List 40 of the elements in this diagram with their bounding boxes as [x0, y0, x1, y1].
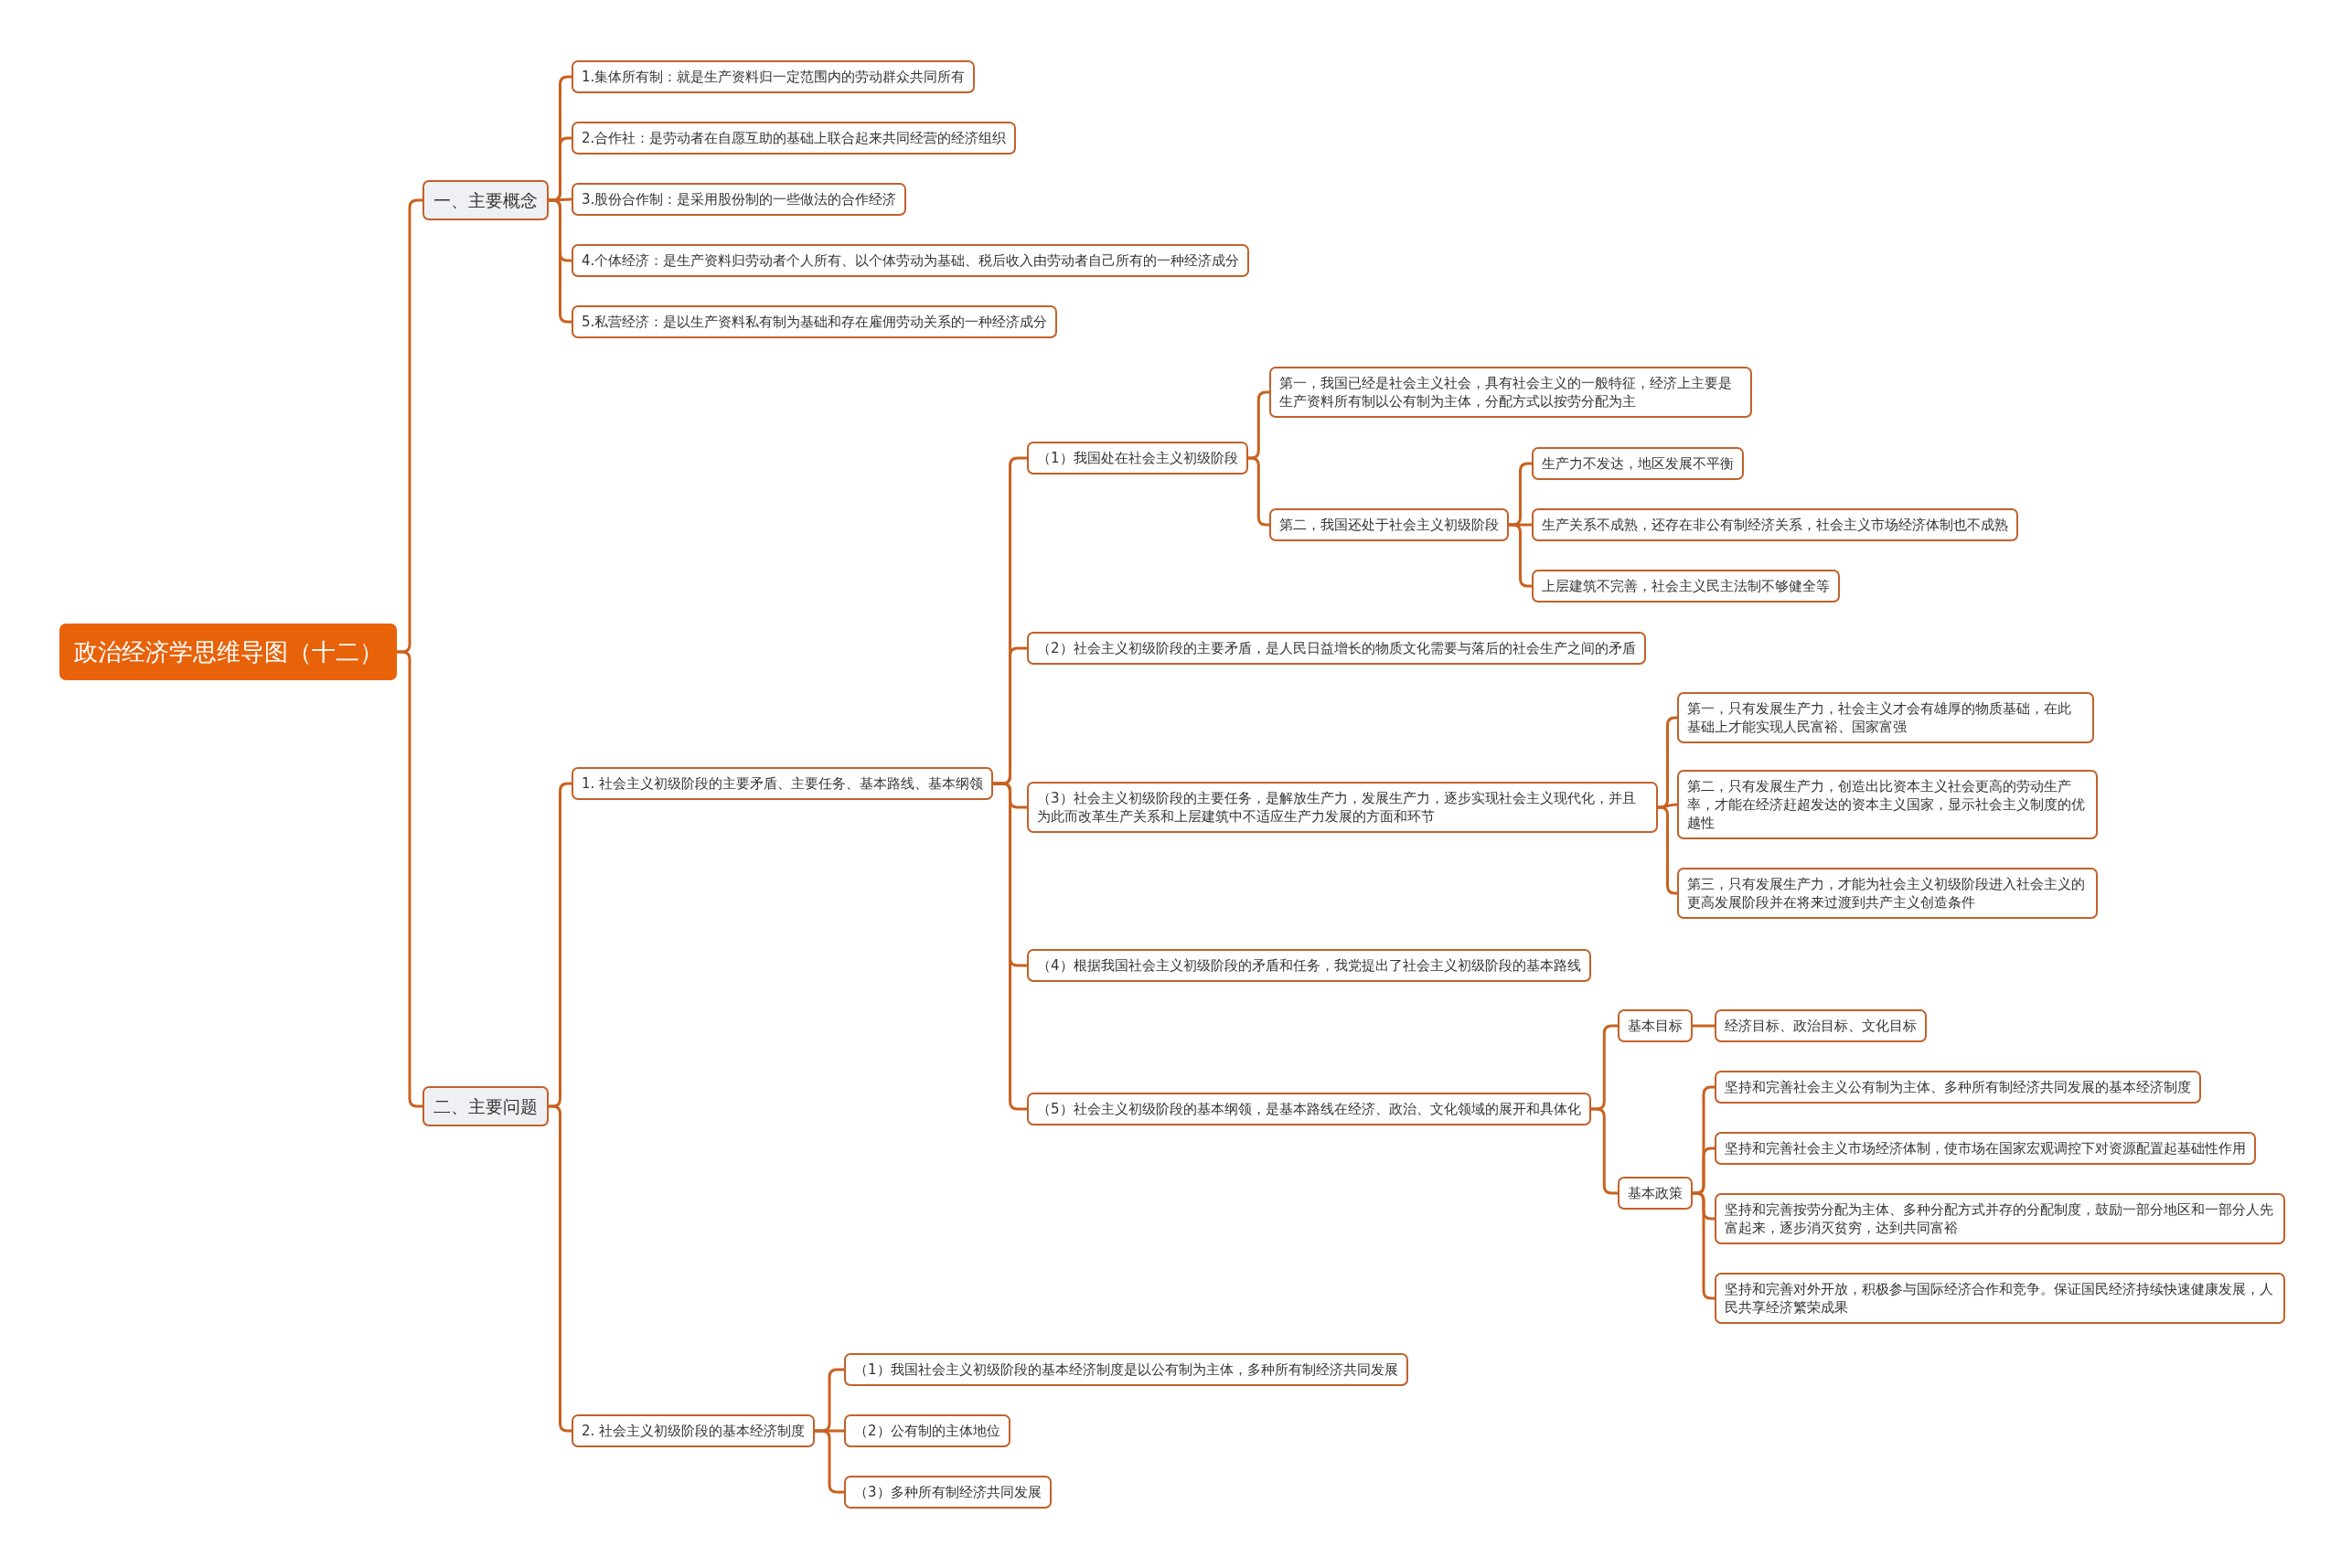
topic-box: （1）我国处在社会主义初级阶段 — [1027, 442, 1248, 475]
topic-box: 生产力不发达，地区发展不平衡 — [1532, 447, 1744, 480]
connector-line — [993, 782, 1027, 1111]
topic-box: 2.合作社：是劳动者在自愿互助的基础上联合起来共同经营的经济组织 — [572, 122, 1017, 155]
topic-box: 坚持和完善社会主义市场经济体制，使市场在国家宏观调控下对资源配置起基础性作用 — [1715, 1132, 2256, 1165]
topic-box: 基本目标 — [1618, 1009, 1693, 1042]
topic-box: 基本政策 — [1618, 1177, 1693, 1210]
topic-box: 坚持和完善社会主义公有制为主体、多种所有制经济共同发展的基本经济制度 — [1715, 1071, 2201, 1104]
topic-box: 生产关系不成熟，还存在非公有制经济关系，社会主义市场经济体制也不成熟 — [1532, 508, 2018, 541]
topic-box: 5.私营经济：是以生产资料私有制为基础和存在雇佣劳动关系的一种经济成分 — [572, 305, 1058, 338]
topic-box: 第一，只有发展生产力，社会主义才会有雄厚的物质基础，在此基础上才能实现人民富裕、国家富强 — [1677, 692, 2094, 743]
topic-box: 第二，我国还处于社会主义初级阶段 — [1269, 508, 1509, 541]
topic-box: 坚持和完善对外开放，积极参与国际经济合作和竞争。保证国民经济持续快速健康发展，人民共享经济繁荣成果 — [1715, 1273, 2285, 1324]
topic-box: 经济目标、政治目标、文化目标 — [1715, 1009, 1927, 1042]
topic-box: （1）我国社会主义初级阶段的基本经济制度是以公有制为主体，多种所有制经济共同发展 — [844, 1353, 1408, 1386]
topic-box: 第二，只有发展生产力，创造出比资本主义社会更高的劳动生产率，才能在经济赶超发达的资本主义国家，显示社会主义制度的优越性 — [1677, 770, 2098, 839]
topic-box: 坚持和完善按劳分配为主体、多种分配方式并存的分配制度，鼓励一部分地区和一部分人先富起来，逐步消灭贫穷，达到共同富裕 — [1715, 1193, 2285, 1244]
topic-box: 2. 社会主义初级阶段的基本经济制度 — [572, 1414, 816, 1447]
topic-box: 1. 社会主义初级阶段的主要矛盾、主要任务、基本路线、基本纲领 — [572, 767, 994, 800]
branch-topic-box: 一、主要概念 — [422, 180, 549, 220]
connector-line — [815, 1429, 844, 1494]
topic-box: （3）多种所有制经济共同发展 — [844, 1476, 1052, 1509]
topic-box: （2）公有制的主体地位 — [844, 1414, 1010, 1447]
connector-line — [1693, 1024, 1715, 1028]
connector-line — [1657, 803, 1678, 809]
topic-box: 3.股份合作制：是采用股份制的一些做法的合作经济 — [572, 183, 907, 216]
branch-topic-box: 二、主要问题 — [422, 1086, 549, 1126]
topic-box: （5）社会主义初级阶段的基本纲领，是基本路线在经济、政治、文化领域的展开和具体化 — [1027, 1093, 1591, 1125]
topic-box: 第一，我国已经是社会主义社会，具有社会主义的一般特征，经济上主要是生产资料所有制以公有制为主体，分配方式以按劳分配为主 — [1269, 367, 1752, 418]
connector-line — [549, 197, 572, 202]
topic-box: （2）社会主义初级阶段的主要矛盾，是人民日益增长的物质文化需要与落后的社会生产之间的矛盾 — [1027, 632, 1646, 665]
central-topic-box: 政治经济学思维导图（十二） — [59, 624, 397, 680]
topic-box: （4）根据我国社会主义初级阶段的矛盾和任务，我党提出了社会主义初级阶段的基本路线 — [1027, 949, 1591, 982]
topic-box: 第三，只有发展生产力，才能为社会主义初级阶段进入社会主义的更高发展阶段并在将来过渡到共产主义创造条件 — [1677, 868, 2098, 919]
connector-line — [1658, 805, 1677, 895]
topic-box: （3）社会主义初级阶段的主要任务，是解放生产力，发展生产力，逐步实现社会主义现代化，并且为此而改革生产关系和上层建筑中不适应生产力发展的方面和环节 — [1027, 782, 1658, 833]
topic-box: 4.个体经济：是生产资料归劳动者个人所有、以个体劳动为基础、税后收入由劳动者自己所有的一种经济成分 — [572, 244, 1250, 277]
topic-box: 上层建筑不完善，社会主义民主法制不够健全等 — [1532, 570, 1840, 603]
connector-line — [1590, 1107, 1618, 1195]
topic-box: 1.集体所有制：就是生产资料归一定范围内的劳动群众共同所有 — [572, 60, 976, 93]
